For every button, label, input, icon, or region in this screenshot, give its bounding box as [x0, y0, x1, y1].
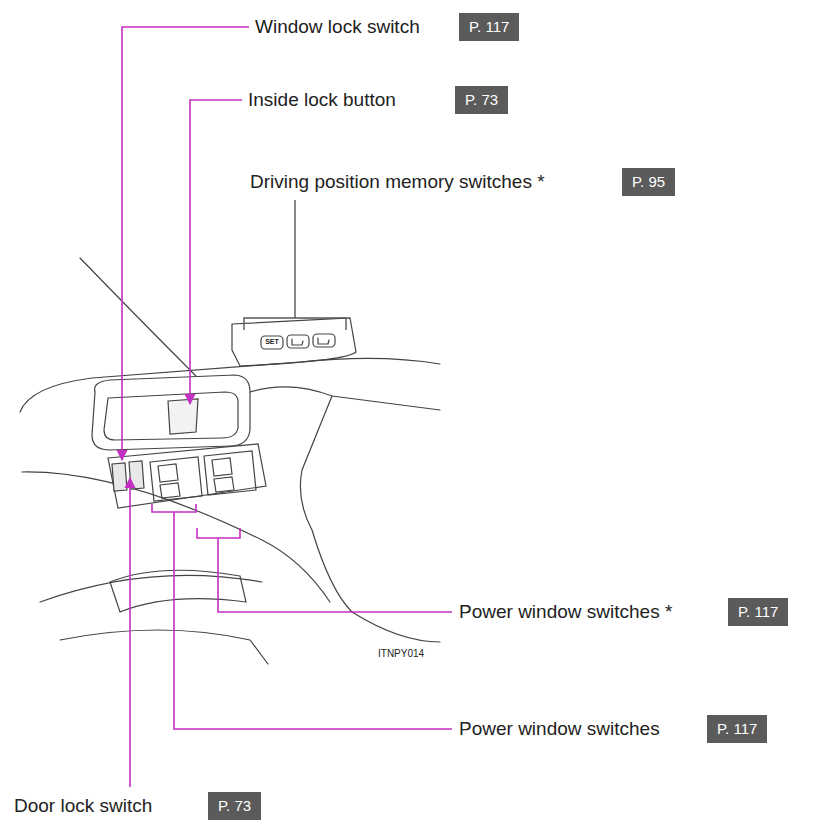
part-name: Window lock switch [255, 16, 420, 37]
part-name: Power window switches * [459, 601, 672, 622]
part-name: Inside lock button [248, 89, 396, 110]
page-reference: P. 117 [728, 598, 788, 626]
callout: Driving position memory switches *P. 95 [250, 168, 545, 196]
leader-line [122, 27, 249, 460]
door-trim [20, 258, 440, 664]
page-reference: P. 117 [707, 715, 767, 743]
callout: Inside lock buttonP. 73 [248, 86, 396, 114]
page-reference: P. 95 [622, 168, 675, 196]
page-reference: P. 73 [208, 792, 261, 820]
callout: Door lock switchP. 73 [14, 792, 152, 820]
page-reference: P. 73 [455, 86, 508, 114]
callout: Power window switchesP. 117 [459, 715, 660, 743]
callout: Window lock switchP. 117 [255, 13, 420, 41]
figure-code: ITNPY014 [378, 647, 424, 660]
leader-line [197, 528, 452, 612]
leader-lines [122, 27, 452, 787]
part-name: Driving position memory switches * [250, 171, 545, 192]
part-name: Power window switches [459, 718, 660, 739]
button-label: SET [261, 337, 283, 347]
leader-bracket [244, 200, 346, 330]
leader-line [152, 504, 452, 729]
page-reference: P. 117 [459, 13, 519, 41]
callout: Power window switches *P. 117 [459, 598, 672, 626]
leader-line [190, 100, 242, 404]
part-name: Door lock switch [14, 795, 152, 816]
leader-line [129, 478, 131, 787]
